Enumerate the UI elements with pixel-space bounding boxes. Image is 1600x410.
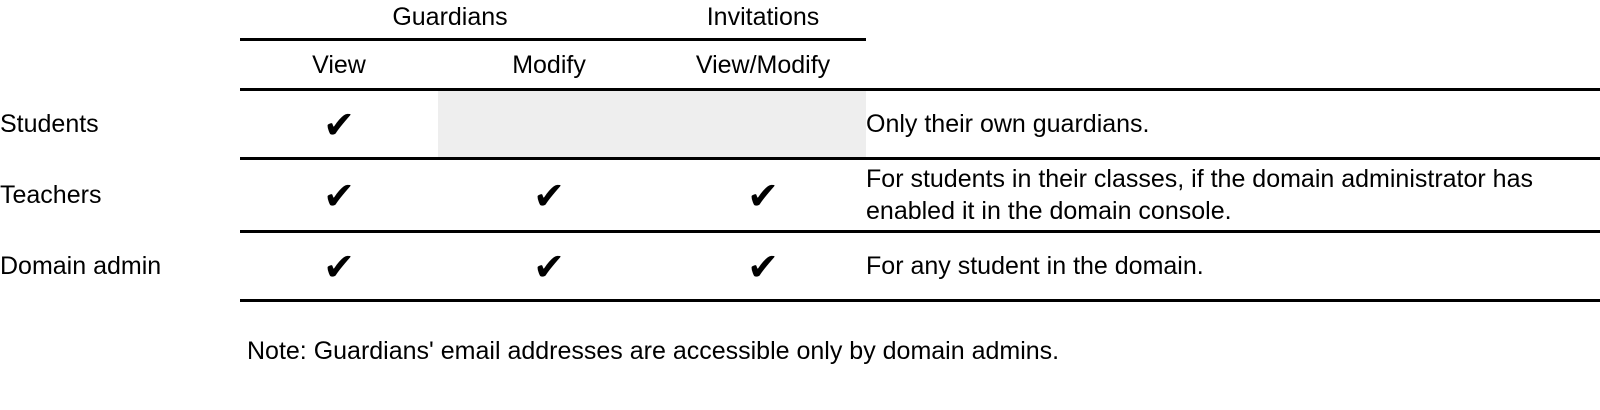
cell-domain-admin-modify: ✔: [438, 233, 660, 299]
table-row: Students ✔ Only their own guardians.: [0, 91, 1600, 157]
check-icon: ✔: [323, 244, 355, 289]
group-header-guardians-label: Guardians: [392, 3, 508, 31]
cell-students-invitations: [660, 91, 867, 157]
cell-teachers-notes: For students in their classes, if the do…: [866, 165, 1533, 225]
rule-gutter-left: [0, 299, 240, 302]
cell-teachers-invitations: ✔: [660, 160, 866, 230]
check-icon: ✔: [533, 173, 565, 218]
check-icon: ✔: [533, 244, 565, 289]
check-icon: ✔: [323, 102, 355, 147]
column-header-modify: Modify: [512, 50, 586, 79]
row-label-domain-admin: Domain admin: [0, 251, 162, 280]
check-icon: ✔: [323, 173, 355, 218]
check-icon: ✔: [747, 173, 779, 218]
guardian-permissions-table: Guardians Invitations View Modify View/M…: [0, 0, 1600, 302]
group-header-guardians-rule: [240, 38, 661, 41]
group-header-invitations-label: Invitations: [706, 3, 820, 31]
column-header-role: [0, 46, 240, 88]
row-rule-teachers-admin: [240, 230, 1600, 233]
header-bottom-rule: [240, 88, 1600, 91]
group-header-invitations-rule: [660, 38, 867, 41]
group-header-spacer-notes: [866, 0, 1600, 46]
cell-domain-admin-invitations: ✔: [660, 233, 866, 299]
table-row: Domain admin ✔ ✔ ✔ For any student in th…: [0, 233, 1600, 299]
row-rule-teachers-admin-row: [0, 230, 1600, 233]
cell-teachers-modify: ✔: [438, 160, 660, 230]
column-header-invitations: View/Modify: [695, 50, 831, 79]
column-header-view: View: [312, 50, 366, 79]
table-bottom-rule-row: [0, 299, 1600, 302]
cell-students-view: ✔: [240, 91, 438, 157]
cell-domain-admin-view: ✔: [240, 233, 438, 299]
group-header-spacer-role: [0, 0, 240, 46]
cell-domain-admin-notes: For any student in the domain.: [866, 252, 1204, 280]
row-label-teachers: Teachers: [0, 180, 102, 209]
cell-students-notes: Only their own guardians.: [866, 110, 1150, 138]
cell-students-modify: [438, 91, 661, 157]
group-header-row: Guardians Invitations: [0, 0, 1600, 46]
cell-teachers-view: ✔: [240, 160, 438, 230]
row-rule-students-teachers-row: [0, 157, 1600, 160]
column-header-notes: [866, 46, 1600, 88]
row-rule-students-teachers: [240, 157, 1600, 160]
table-footnote: Note: Guardians' email addresses are acc…: [247, 337, 1060, 365]
row-label-students: Students: [0, 109, 99, 138]
column-header-row: View Modify View/Modify: [0, 46, 1600, 88]
table-bottom-rule: [240, 299, 1600, 302]
header-bottom-rule-row: [0, 88, 1600, 91]
table-row: Teachers ✔ ✔ ✔ For students in their cla…: [0, 160, 1600, 230]
check-icon: ✔: [747, 244, 779, 289]
group-header-invitations: Invitations: [660, 0, 867, 46]
group-header-guardians: Guardians: [240, 0, 661, 46]
